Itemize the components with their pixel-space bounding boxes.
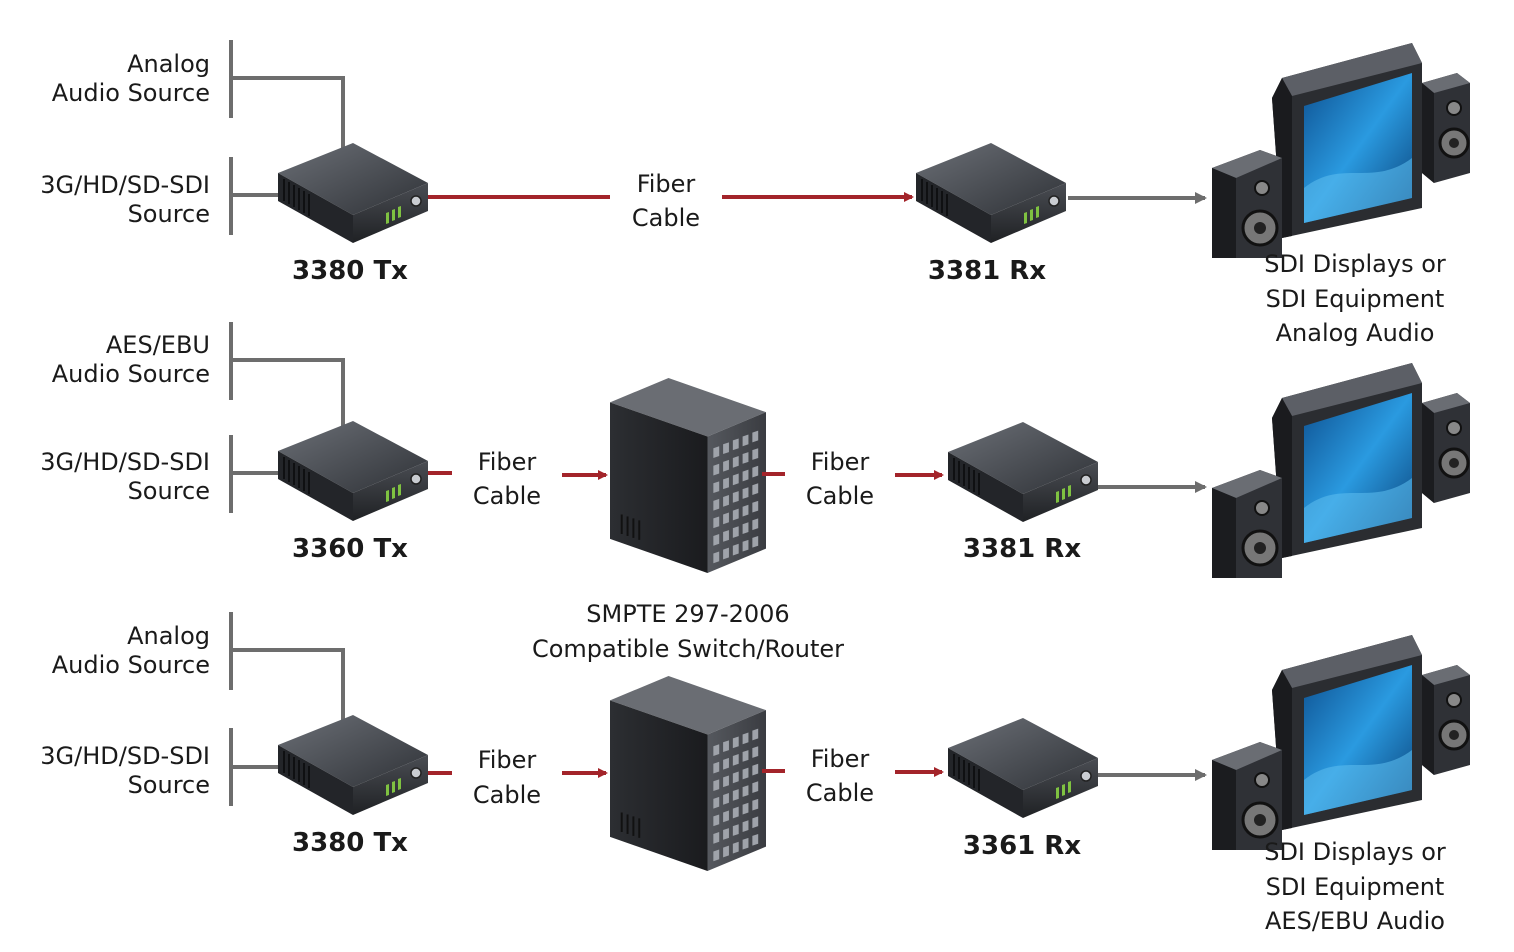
display-label-2: SDI Equipment [1266,285,1445,313]
fiber-in-label-1: Fiber [478,746,537,774]
sdi-source-label-1: 3G/HD/SD-SDI [40,448,210,476]
audio-source-label-1: AES/EBU [106,331,210,359]
receiver-icon [948,422,1098,522]
display-label-1: SDI Displays or [1264,838,1446,866]
sdi-source-label-2: Source [128,771,210,799]
display-label-2: SDI Equipment [1266,873,1445,901]
audio-source-label-2: Audio Source [52,360,210,388]
fiber-in-label-2: Cable [473,781,541,809]
display-label-1: SDI Displays or [1264,250,1446,278]
display-with-speakers-icon [1212,633,1472,850]
audio-source-label-2: Audio Source [52,79,210,107]
audio-source-label-1: Analog [127,622,210,650]
fiber-in-label-1: Fiber [478,448,537,476]
rx-label: 3381 Rx [928,256,1046,286]
receiver-icon [916,143,1066,243]
sdi-source-label-2: Source [128,200,210,228]
audio-connector [231,76,345,148]
audio-source-label-2: Audio Source [52,651,210,679]
display-label-3: Analog Audio [1276,319,1435,347]
audio-source-label-1: Analog [127,50,210,78]
fiber-out-label-1: Fiber [811,448,870,476]
switch-router-icon [610,378,766,573]
tx-label: 3360 Tx [292,534,408,564]
sdi-source-label-2: Source [128,477,210,505]
audio-connector [231,358,345,428]
row-2: AES/EBU Audio Source 3G/HD/SD-SDI Source… [40,322,1472,578]
tx-label: 3380 Tx [292,256,408,286]
switch-label-2: Compatible Switch/Router [532,635,844,663]
sdi-source-label-1: 3G/HD/SD-SDI [40,171,210,199]
switch-label-1: SMPTE 297-2006 [586,600,789,628]
row-1: Analog Audio Source 3G/HD/SD-SDI Source … [40,40,1472,347]
transmitter-icon [278,143,428,243]
display-label-3: AES/EBU Audio [1265,907,1445,935]
switch-router-icon [610,676,766,871]
fiber-label-2: Cable [632,204,700,232]
fiber-label-1: Fiber [637,170,696,198]
fiber-out-label-2: Cable [806,779,874,807]
row-3: Analog Audio Source 3G/HD/SD-SDI Source … [40,612,1472,935]
rx-label: 3381 Rx [963,534,1081,564]
tx-label: 3380 Tx [292,828,408,858]
audio-connector [231,648,345,720]
rx-label: 3361 Rx [963,831,1081,861]
fiber-out-label-1: Fiber [811,745,870,773]
transmitter-icon [278,715,428,815]
fiber-out-label-2: Cable [806,482,874,510]
receiver-icon [948,718,1098,818]
display-with-speakers-icon [1212,361,1472,578]
transmitter-icon [278,421,428,521]
fiber-in-label-2: Cable [473,482,541,510]
sdi-source-label-1: 3G/HD/SD-SDI [40,742,210,770]
display-with-speakers-icon [1212,41,1472,258]
